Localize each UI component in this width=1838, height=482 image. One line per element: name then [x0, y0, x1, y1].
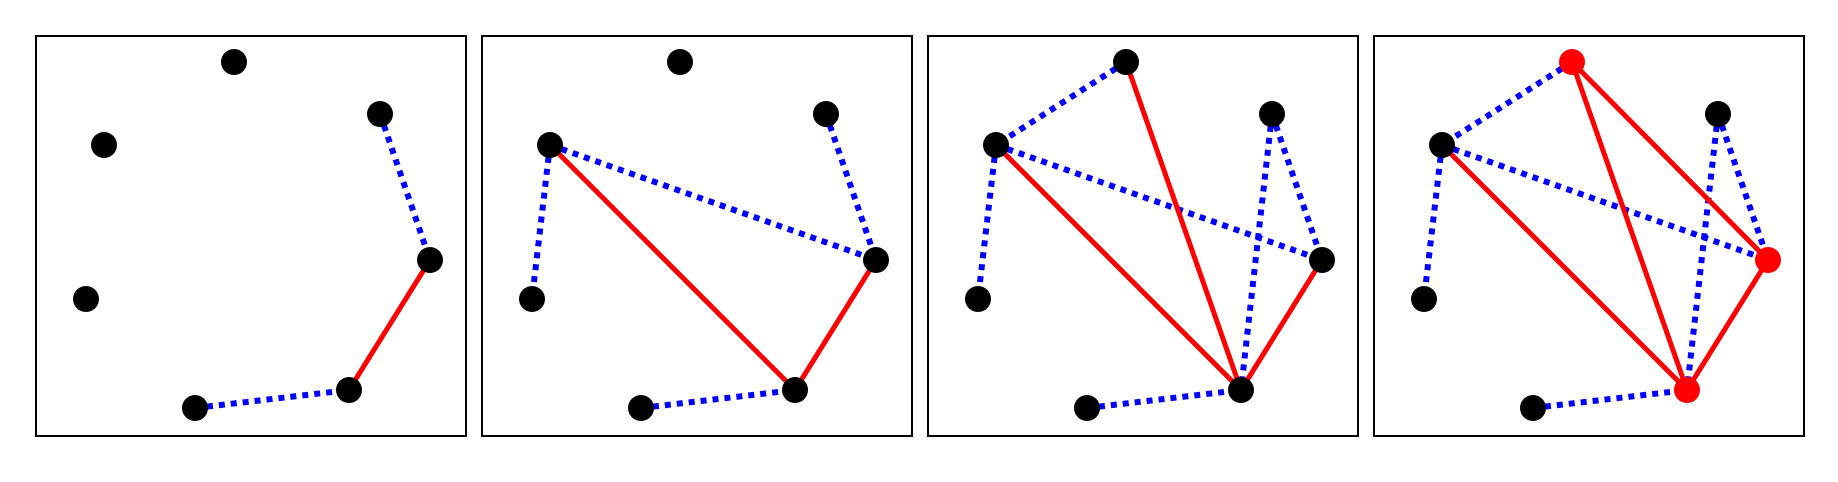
node-n6: [1228, 377, 1254, 403]
node-n5: [1309, 247, 1335, 273]
node-n3: [519, 286, 545, 312]
dashed-edge-n7-n6: [1086, 387, 1242, 411]
dashed-edge-n2-n3: [529, 144, 553, 300]
solid-edge-n1-n6: [1569, 59, 1690, 393]
solid-edge-n2-n6: [1439, 142, 1690, 393]
dashed-edge-n2-n5: [995, 142, 1323, 263]
solid-edge-n6-n5: [1238, 257, 1325, 393]
node-n1: [221, 49, 247, 75]
solid-edge-n1-n5: [1569, 59, 1771, 263]
panel-1: [35, 35, 467, 437]
dashed-edge-n4-n6: [1684, 113, 1721, 391]
node-n6: [782, 377, 808, 403]
dashed-edge-n2-n5: [549, 142, 877, 263]
dashed-edge-n7-n6: [1532, 387, 1688, 411]
node-n3: [965, 286, 991, 312]
node-n2: [537, 132, 563, 158]
node-n4: [1705, 101, 1731, 127]
dashed-edge-n2-n5: [1441, 142, 1769, 263]
node-n7: [628, 395, 654, 421]
node-n7: [1520, 395, 1546, 421]
panel-4: [1373, 35, 1805, 437]
node-n6: [1674, 377, 1700, 403]
node-n2: [1429, 132, 1455, 158]
node-n1: [667, 49, 693, 75]
node-n6: [336, 377, 362, 403]
node-n5: [863, 247, 889, 273]
node-n7: [182, 395, 208, 421]
panel-frame: [927, 35, 1359, 437]
dashed-edge-n4-n5: [1715, 113, 1771, 261]
node-n7: [1074, 395, 1100, 421]
dashed-edge-n2-n3: [975, 144, 999, 300]
dashed-edge-n4-n5: [823, 113, 879, 261]
node-n3: [73, 286, 99, 312]
node-n5: [1755, 247, 1781, 273]
dashed-edge-n4-n5: [1269, 113, 1325, 261]
solid-edge-n2-n6: [993, 142, 1244, 393]
panel-frame: [35, 35, 467, 437]
node-n5: [417, 247, 443, 273]
dashed-edge-n1-n2: [994, 59, 1128, 148]
dashed-edge-n1-n2: [1440, 59, 1574, 148]
panel-3: [927, 35, 1359, 437]
dashed-edge-n4-n6: [1238, 113, 1275, 391]
solid-edge-n1-n6: [1123, 59, 1244, 393]
solid-edge-n6-n5: [1684, 257, 1771, 393]
node-n2: [91, 132, 117, 158]
node-n4: [813, 101, 839, 127]
solid-edge-n2-n6: [547, 142, 798, 393]
solid-edge-n6-n5: [792, 257, 879, 393]
dashed-edge-n7-n6: [194, 387, 350, 411]
node-n2: [983, 132, 1009, 158]
node-n1: [1113, 49, 1139, 75]
dashed-edge-n4-n5: [377, 113, 433, 261]
dashed-edge-n2-n3: [1421, 144, 1445, 300]
panel-frame: [1373, 35, 1805, 437]
solid-edge-n6-n5: [346, 257, 433, 393]
panel-2: [481, 35, 913, 437]
node-n3: [1411, 286, 1437, 312]
panel-frame: [481, 35, 913, 437]
dashed-edge-n7-n6: [640, 387, 796, 411]
node-n1: [1559, 49, 1585, 75]
node-n4: [1259, 101, 1285, 127]
node-n4: [367, 101, 393, 127]
